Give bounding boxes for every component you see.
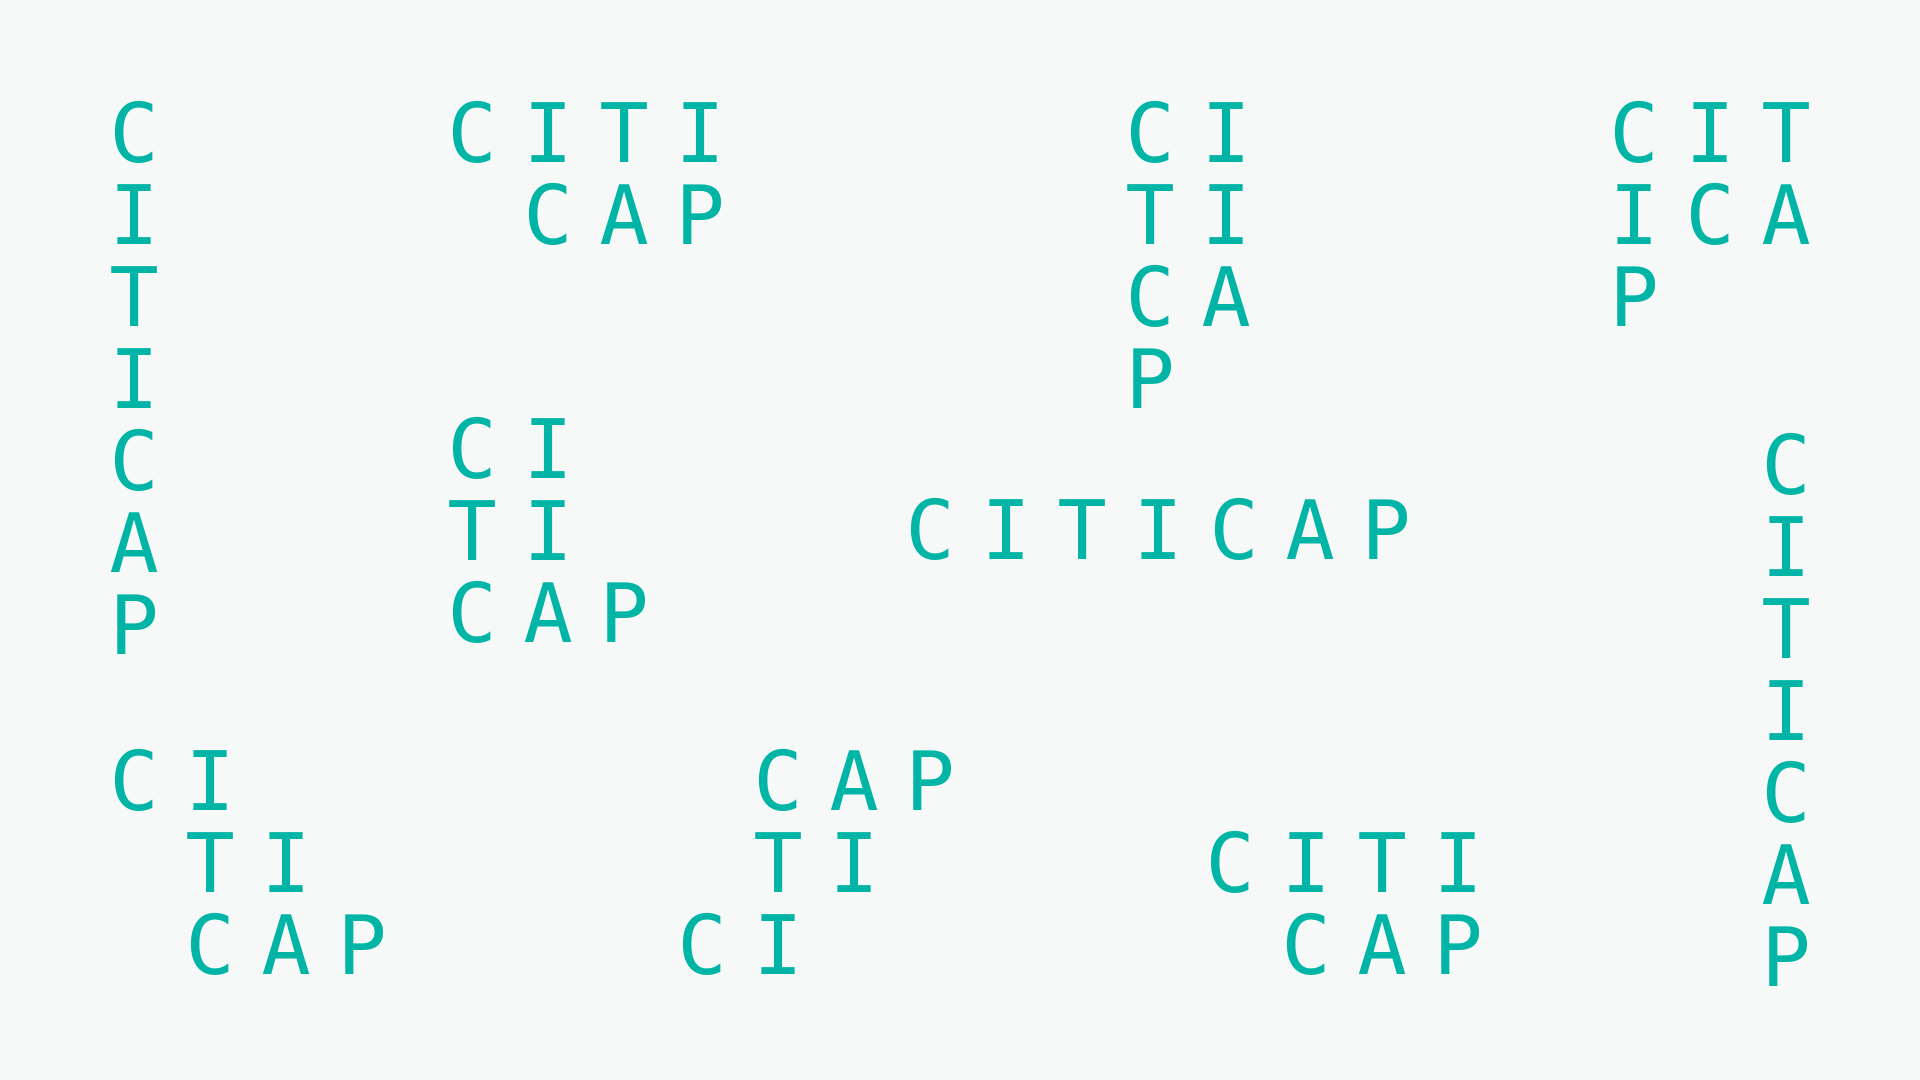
logo-block-top-right: C I T I C A P xyxy=(1596,94,1824,340)
logo-letter: C xyxy=(185,899,235,994)
logo-letter: I xyxy=(261,817,311,912)
logo-letter: I xyxy=(109,169,159,264)
logo-letter: C xyxy=(1761,419,1811,514)
logo-letter: I xyxy=(1685,87,1735,182)
logo-diagonal-bottom-left: C I T I C A P xyxy=(96,742,400,988)
logo-letter: P xyxy=(599,567,649,662)
logo-letter: C xyxy=(1209,484,1259,579)
logo-vertical-left: C I T I C A P xyxy=(96,94,172,668)
logo-spacer xyxy=(434,176,510,258)
logo-letter: C xyxy=(109,87,159,182)
logo-letter: C xyxy=(1685,169,1735,264)
logo-letter: P xyxy=(1609,251,1659,346)
logo-letter: I xyxy=(829,817,879,912)
logo-letter: C xyxy=(447,403,497,498)
logo-letter: A xyxy=(1201,251,1251,346)
logo-letter: I xyxy=(185,735,235,830)
logo-letter: P xyxy=(1761,911,1811,1006)
logo-horizontal-center: C I T I C A P xyxy=(892,491,1424,573)
logo-letter: C xyxy=(1205,817,1255,912)
logo-letter: P xyxy=(1361,484,1411,579)
logo-letter: C xyxy=(109,735,159,830)
logo-letter: I xyxy=(1281,817,1331,912)
logo-letter: I xyxy=(523,485,573,580)
logo-letter: C xyxy=(1761,747,1811,842)
logo-letter: A xyxy=(523,567,573,662)
logo-spacer xyxy=(248,742,324,824)
logo-letter: A xyxy=(1357,899,1407,994)
logo-letter: C xyxy=(447,567,497,662)
logo-letter: T xyxy=(1761,87,1811,182)
logo-letter: T xyxy=(599,87,649,182)
logo-letter: C xyxy=(1125,87,1175,182)
logo-letter: C xyxy=(1125,251,1175,346)
logo-letter: A xyxy=(1285,484,1335,579)
logo-letter: T xyxy=(753,817,803,912)
logo-block-ci-ti-cap: C I T I C A P xyxy=(434,410,662,656)
logo-letter: C xyxy=(1609,87,1659,182)
logo-letter: P xyxy=(337,899,387,994)
logo-letter: C xyxy=(109,415,159,510)
logo-letter: A xyxy=(599,169,649,264)
logo-letter: I xyxy=(981,484,1031,579)
logo-letter: A xyxy=(1761,829,1811,924)
logo-letter: I xyxy=(523,87,573,182)
logo-letter: P xyxy=(905,735,955,830)
logo-spacer xyxy=(586,492,662,574)
logo-spacer xyxy=(324,824,400,906)
logo-letter: T xyxy=(1357,817,1407,912)
logo-letter: I xyxy=(753,899,803,994)
logo-spacer xyxy=(1192,906,1268,988)
logo-spacer xyxy=(96,824,172,906)
logo-letter: T xyxy=(1761,583,1811,678)
logo-letter: P xyxy=(1433,899,1483,994)
logo-letter: A xyxy=(261,899,311,994)
logo-spacer xyxy=(586,410,662,492)
logo-letter: P xyxy=(109,579,159,674)
logo-letter: C xyxy=(905,484,955,579)
logo-letter: I xyxy=(1761,501,1811,596)
logo-spacer xyxy=(892,824,968,906)
logo-letter: C xyxy=(753,735,803,830)
logo-stair-top: C I T I C A P xyxy=(434,94,738,258)
logo-letter: I xyxy=(523,403,573,498)
logo-letter: I xyxy=(675,87,725,182)
logo-spacer xyxy=(664,742,740,824)
logo-spacer xyxy=(96,906,172,988)
logo-letter: I xyxy=(1761,665,1811,760)
logo-letter: T xyxy=(1125,169,1175,264)
logo-letter: T xyxy=(447,485,497,580)
logo-letter: P xyxy=(1125,333,1175,428)
logo-letter: I xyxy=(109,333,159,428)
logo-letter: P xyxy=(675,169,725,264)
logo-letter: A xyxy=(829,735,879,830)
logo-letter: T xyxy=(1057,484,1107,579)
logo-letter: C xyxy=(447,87,497,182)
logo-letter: I xyxy=(1609,169,1659,264)
logo-spacer xyxy=(324,742,400,824)
logo-vertical-right: C I T I C A P xyxy=(1748,426,1824,1000)
logo-reverse-bottom-center: C A P T I C I xyxy=(664,742,968,988)
logo-letter: I xyxy=(1433,817,1483,912)
logo-letter: T xyxy=(185,817,235,912)
logo-letter: A xyxy=(109,497,159,592)
logo-letter: I xyxy=(1201,87,1251,182)
logo-stack-ci-ti-ca-p: C I T I C A P xyxy=(1112,94,1264,422)
logo-letter: C xyxy=(1281,899,1331,994)
logo-stair-bottom-right: C I T I C A P xyxy=(1192,824,1496,988)
logo-letter: I xyxy=(1133,484,1183,579)
logo-letter: A xyxy=(1761,169,1811,264)
logo-letter: T xyxy=(109,251,159,346)
logo-spacer xyxy=(664,824,740,906)
logo-letter: C xyxy=(523,169,573,264)
logo-letter: I xyxy=(1201,169,1251,264)
logo-letter: C xyxy=(677,899,727,994)
